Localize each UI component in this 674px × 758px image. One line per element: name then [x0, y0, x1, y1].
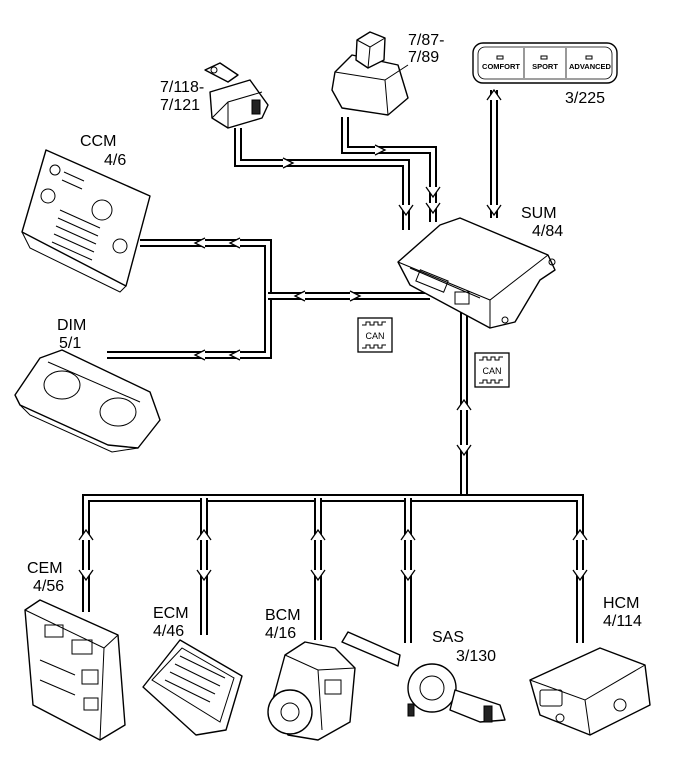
cem-code: 4/56	[33, 578, 64, 595]
relay-b-code-line2: 7/89	[408, 49, 439, 66]
bcm-illustration	[267, 641, 356, 741]
sas-code: 3/130	[456, 648, 496, 665]
can-label-left: CAN	[365, 331, 384, 341]
hcm-name: HCM	[603, 595, 639, 612]
cem-name: CEM	[27, 560, 63, 577]
can-label-right: CAN	[482, 366, 501, 376]
switch-panel-code: 3/225	[565, 90, 605, 107]
relay-a-code-line2: 7/121	[160, 97, 200, 114]
relay-b-code-line1: 7/87-	[408, 32, 444, 49]
sport-mode-button: SPORT	[532, 62, 558, 71]
bcm-name: BCM	[265, 607, 301, 624]
signal-arrows	[78, 88, 588, 582]
can-badge-right: CAN	[474, 352, 510, 388]
sum-module-illustration	[397, 217, 556, 329]
relay-b-illustration	[331, 31, 409, 116]
ccm-illustration	[21, 149, 151, 293]
drive-mode-switch-panel: COMFORT SPORT ADVANCED	[472, 42, 618, 84]
hcm-illustration	[529, 647, 651, 736]
can-badge-left: CAN	[357, 317, 393, 353]
ecm-name: ECM	[153, 605, 189, 622]
ccm-name: CCM	[80, 133, 116, 150]
ecm-illustration	[142, 639, 243, 736]
ccm-code: 4/6	[104, 152, 126, 169]
dim-code: 5/1	[59, 335, 81, 352]
sum-name: SUM	[521, 205, 557, 222]
comfort-mode-button: COMFORT	[482, 62, 520, 71]
sas-illustration	[341, 631, 506, 723]
ecm-code: 4/46	[153, 623, 184, 640]
hcm-code: 4/114	[603, 613, 642, 630]
relay-a-illustration	[204, 62, 269, 129]
bcm-code: 4/16	[265, 625, 296, 642]
advanced-mode-button: ADVANCED	[569, 62, 612, 71]
sas-name: SAS	[432, 629, 464, 646]
dim-name: DIM	[57, 317, 86, 334]
cem-illustration	[24, 599, 126, 741]
sum-code: 4/84	[532, 223, 563, 240]
dim-illustration	[14, 349, 161, 453]
relay-a-code-line1: 7/118-	[160, 79, 204, 96]
